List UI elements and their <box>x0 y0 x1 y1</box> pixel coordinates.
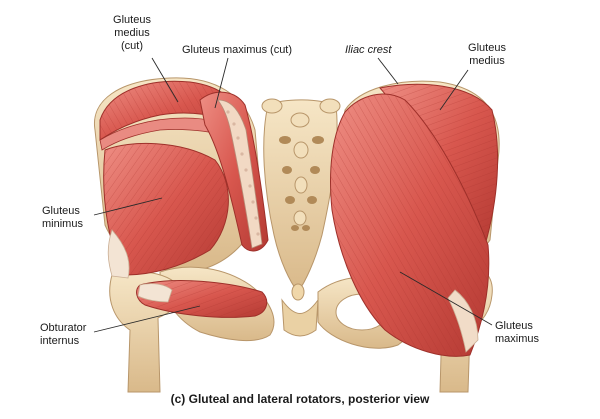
label-obturator-internus: Obturator internus <box>40 322 86 348</box>
leader-gluteus-maximus <box>399 271 493 326</box>
gluteus-minimus-fibers <box>103 143 229 275</box>
label-line: minimus <box>42 218 83 230</box>
label-line: Gluteus <box>468 42 506 54</box>
label-iliac-crest: Iliac crest <box>345 44 391 57</box>
label-line: Gluteus <box>495 320 533 332</box>
leader-gluteus-maximus-cut <box>214 57 229 109</box>
label-line: Obturator <box>40 322 87 334</box>
label-line: medius <box>114 27 150 39</box>
leader-gluteus-medius-cut <box>151 57 179 103</box>
sacral-foramina <box>279 136 324 231</box>
label-gluteus-maximus: Gluteus maximus <box>495 320 539 346</box>
gluteus-maximus-tendon <box>447 289 479 353</box>
label-text: Iliac crest <box>345 44 392 56</box>
pubic-symphysis <box>281 298 319 337</box>
label-gluteus-medius: Gluteus medius <box>460 42 514 68</box>
label-line: Gluteus <box>42 205 80 217</box>
label-line: medius <box>469 55 505 67</box>
label-line: Gluteus <box>113 14 151 26</box>
figure-caption: (c) Gluteal and lateral rotators, poster… <box>170 392 430 406</box>
label-line: maximus <box>495 333 540 345</box>
gluteus-maximus-cut-edge <box>217 99 263 249</box>
leader-gluteus-medius <box>439 69 469 111</box>
label-gluteus-medius-cut: Gluteus medius (cut) <box>102 14 162 53</box>
label-text: Gluteus maximus (cut) <box>182 44 293 56</box>
leader-lines <box>93 57 493 333</box>
coccyx-bone <box>291 283 305 301</box>
gluteus-maximus-fibers <box>330 93 489 357</box>
label-gluteus-maximus-cut: Gluteus maximus (cut) <box>182 44 292 57</box>
leader-obturator-internus <box>93 305 201 333</box>
gluteus-maximus-cut-texture <box>226 110 260 236</box>
spinous-processes <box>261 98 341 226</box>
gluteus-minimus-tendon <box>107 229 130 279</box>
label-line: internus <box>40 335 80 347</box>
label-line: (cut) <box>121 40 143 52</box>
leader-gluteus-minimus <box>93 197 163 216</box>
leader-iliac-crest <box>377 57 399 85</box>
gluteus-medius-cut-fibers <box>100 81 239 140</box>
sacrum-bone <box>263 99 338 293</box>
label-gluteus-minimus: Gluteus minimus <box>42 205 83 231</box>
obturator-internus-tendon <box>137 283 173 303</box>
